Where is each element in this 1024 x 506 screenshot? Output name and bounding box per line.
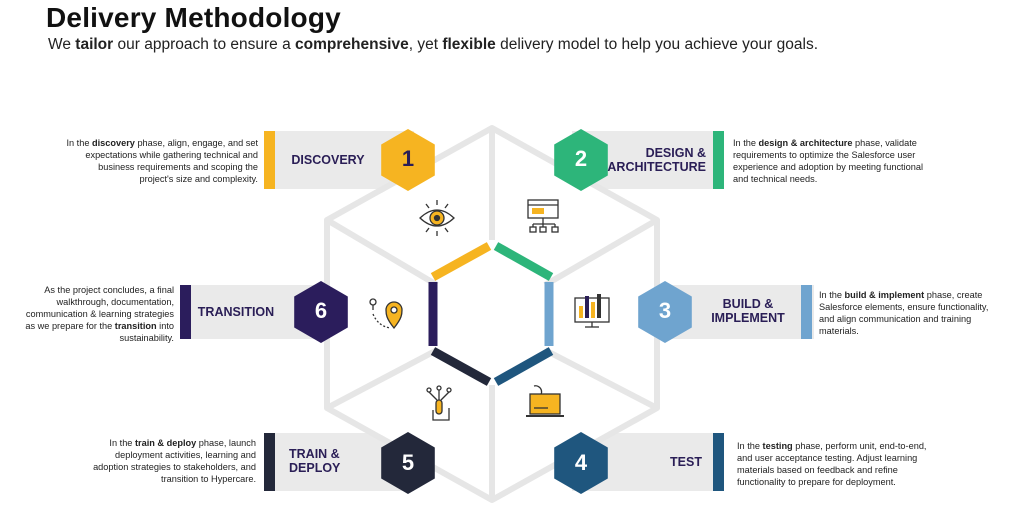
- desc-part: phase, create Salesforce elements, ensur…: [819, 290, 989, 336]
- desc-part: phase, align, engage, and set expectatio…: [85, 138, 258, 184]
- label-line: BUILD &: [722, 297, 774, 311]
- desc-part: As the project concludes, a final walkth…: [25, 285, 174, 331]
- phase-5-description: In the train & deploy phase, launch depl…: [84, 437, 256, 485]
- phase-5-number: 5: [401, 450, 415, 475]
- desc-part: train & deploy: [134, 438, 197, 448]
- desc-part: testing: [762, 441, 793, 451]
- desc-part: phase, perform unit, end-to-end, and use…: [737, 441, 927, 487]
- inner-segment: [430, 347, 492, 386]
- desc-part: transition: [114, 321, 157, 331]
- desc-part: discovery: [91, 138, 135, 148]
- laptop-test-icon: [526, 385, 564, 417]
- label-line: DESIGN &: [645, 146, 706, 160]
- map-route-icon: [369, 298, 403, 330]
- phase-6-label: TRANSITION: [190, 305, 282, 319]
- phase-1-label: DISCOVERY: [282, 153, 374, 167]
- touch-deploy-icon: [426, 385, 452, 421]
- label-line: TRAIN &: [289, 447, 340, 461]
- desc-part: In the: [109, 438, 135, 448]
- label-line: DEPLOY: [289, 461, 341, 475]
- phase-6-number: 6: [314, 298, 328, 323]
- phase-4-label: TEST: [620, 455, 702, 469]
- label-line: ARCHITECTURE: [607, 160, 706, 174]
- architecture-flowchart-icon: [527, 199, 559, 233]
- phase-badges: [294, 129, 692, 494]
- phase-banner-stripe: [264, 131, 275, 189]
- phase-5-label: TRAIN & DEPLOY: [289, 447, 379, 475]
- desc-part: In the: [733, 138, 759, 148]
- desc-part: In the: [737, 441, 763, 451]
- inner-segment: [430, 242, 492, 281]
- desc-part: In the: [819, 290, 845, 300]
- phase-4-number: 4: [574, 450, 588, 475]
- label-line: TEST: [670, 455, 702, 469]
- label-line: DISCOVERY: [291, 153, 365, 167]
- phase-banner-stripe: [264, 433, 275, 491]
- desc-part: phase, validate requirements to optimize…: [733, 138, 924, 184]
- desc-part: build & implement: [844, 290, 925, 300]
- subtitle-part: tailor: [75, 36, 114, 53]
- eye-icon: [419, 200, 455, 236]
- phase-badge-hexagon: [554, 129, 608, 191]
- phase-1-number: 1: [401, 146, 415, 171]
- subtitle-part: , yet: [408, 36, 443, 53]
- phase-4-description: In the testing phase, perform unit, end-…: [737, 440, 937, 488]
- phase-banner-stripe: [713, 131, 724, 189]
- inner-segment: [493, 242, 554, 281]
- phase-banner-stripe: [801, 285, 812, 339]
- phase-1-description: In the discovery phase, align, engage, a…: [66, 137, 258, 185]
- phase-3-label: BUILD & IMPLEMENT: [700, 297, 796, 325]
- label-line: TRANSITION: [197, 305, 275, 319]
- subtitle-part: flexible: [442, 36, 496, 53]
- phase-badge-hexagon: [554, 432, 608, 494]
- label-line: IMPLEMENT: [711, 311, 785, 325]
- desc-part: into sustainability.: [119, 321, 174, 343]
- phase-6-description: As the project concludes, a final walkth…: [14, 284, 174, 344]
- phase-badge-hexagon: [294, 281, 348, 343]
- phase-2-label: DESIGN & ARCHITECTURE: [600, 146, 706, 174]
- phase-banner-stripe: [713, 433, 724, 491]
- monitor-build-icon: [574, 294, 610, 328]
- inner-hexagon-segments: [428, 242, 554, 386]
- page-title: Delivery Methodology: [46, 2, 341, 33]
- phase-3-number: 3: [658, 298, 672, 323]
- phase-badge-hexagon: [638, 281, 692, 343]
- desc-part: phase, launch deployment activities, lea…: [93, 438, 256, 484]
- subtitle-part: delivery model to help you achieve your …: [495, 36, 819, 53]
- phase-badge-hexagon: [381, 432, 435, 494]
- subtitle-part: We: [48, 36, 76, 53]
- phase-banner-stripe: [180, 285, 191, 339]
- subtitle-part: comprehensive: [295, 36, 409, 53]
- cube-outline: [324, 125, 660, 503]
- inner-segment: [493, 347, 554, 386]
- phase-2-description: In the design & architecture phase, vali…: [733, 137, 929, 185]
- page-subtitle: We tailor our approach to ensure a compr…: [48, 36, 818, 54]
- subtitle-part: our approach to ensure a: [113, 36, 296, 53]
- phase-2-number: 2: [574, 146, 588, 171]
- desc-part: design & architecture: [758, 138, 853, 148]
- phase-3-description: In the build & implement phase, create S…: [819, 289, 991, 337]
- phase-badge-hexagon: [381, 129, 435, 191]
- desc-part: In the: [66, 138, 92, 148]
